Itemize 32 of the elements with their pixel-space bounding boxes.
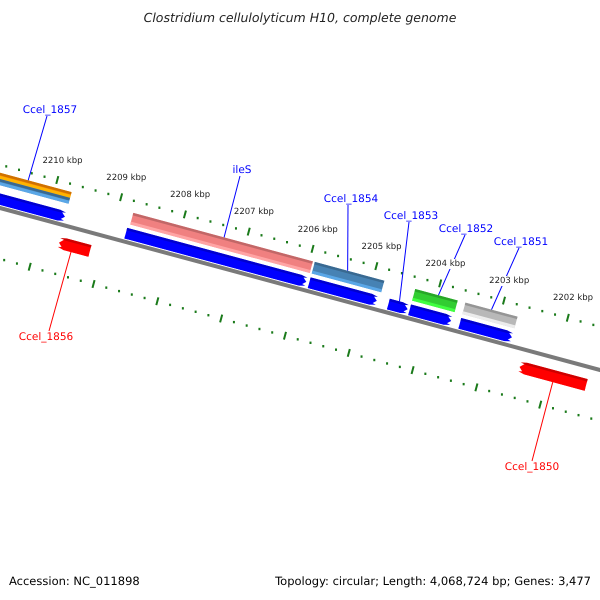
- gene-label: Ccel_1856: [18, 331, 74, 343]
- leader-line: [532, 382, 554, 462]
- leader-line: [28, 116, 48, 181]
- coding-sequence-block: [58, 238, 92, 257]
- gene-label: Ccel_1853: [384, 210, 438, 222]
- accession-note: Accession: NC_011898: [9, 574, 140, 588]
- scale-label: 2209 kbp: [106, 172, 146, 183]
- scale-label: 2207 kbp: [234, 207, 274, 218]
- coding-sequence-block: [386, 298, 409, 314]
- chart-title: Clostridium cellulolyticum H10, complete genome: [144, 10, 456, 25]
- gene-label: ileS: [232, 164, 252, 176]
- coding-sequence-block: [0, 191, 66, 221]
- gene-label: Ccel_1850: [504, 461, 560, 473]
- gene-label: Ccel_1857: [22, 104, 78, 116]
- coding-sequence-block: [458, 318, 514, 342]
- scale-label: 2205 kbp: [362, 242, 402, 252]
- leader-line: [48, 252, 72, 332]
- leader-line: [398, 222, 410, 302]
- coding-sequence-block: [518, 362, 588, 391]
- genome-summary: Topology: circular; Length: 4,068,724 bp; Genes: 3,477: [275, 574, 591, 588]
- gene-label: Ccel_1852: [438, 223, 494, 235]
- scale-label: 2208 kbp: [170, 190, 210, 200]
- coding-sequence-block: [308, 277, 378, 305]
- coding-sequence-block: [408, 304, 452, 325]
- scale-label: 2203 kbp: [489, 276, 530, 286]
- leader-line: [347, 204, 348, 272]
- gene-label: Ccel_1851: [494, 236, 548, 248]
- scale-label: 2206 kbp: [298, 224, 338, 235]
- scale-label: 2202 kbp: [552, 293, 594, 304]
- gene-label: Ccel_1854: [324, 193, 378, 205]
- scale-label: 2204 kbp: [425, 259, 466, 270]
- scale-label: 2210 kbp: [42, 156, 83, 166]
